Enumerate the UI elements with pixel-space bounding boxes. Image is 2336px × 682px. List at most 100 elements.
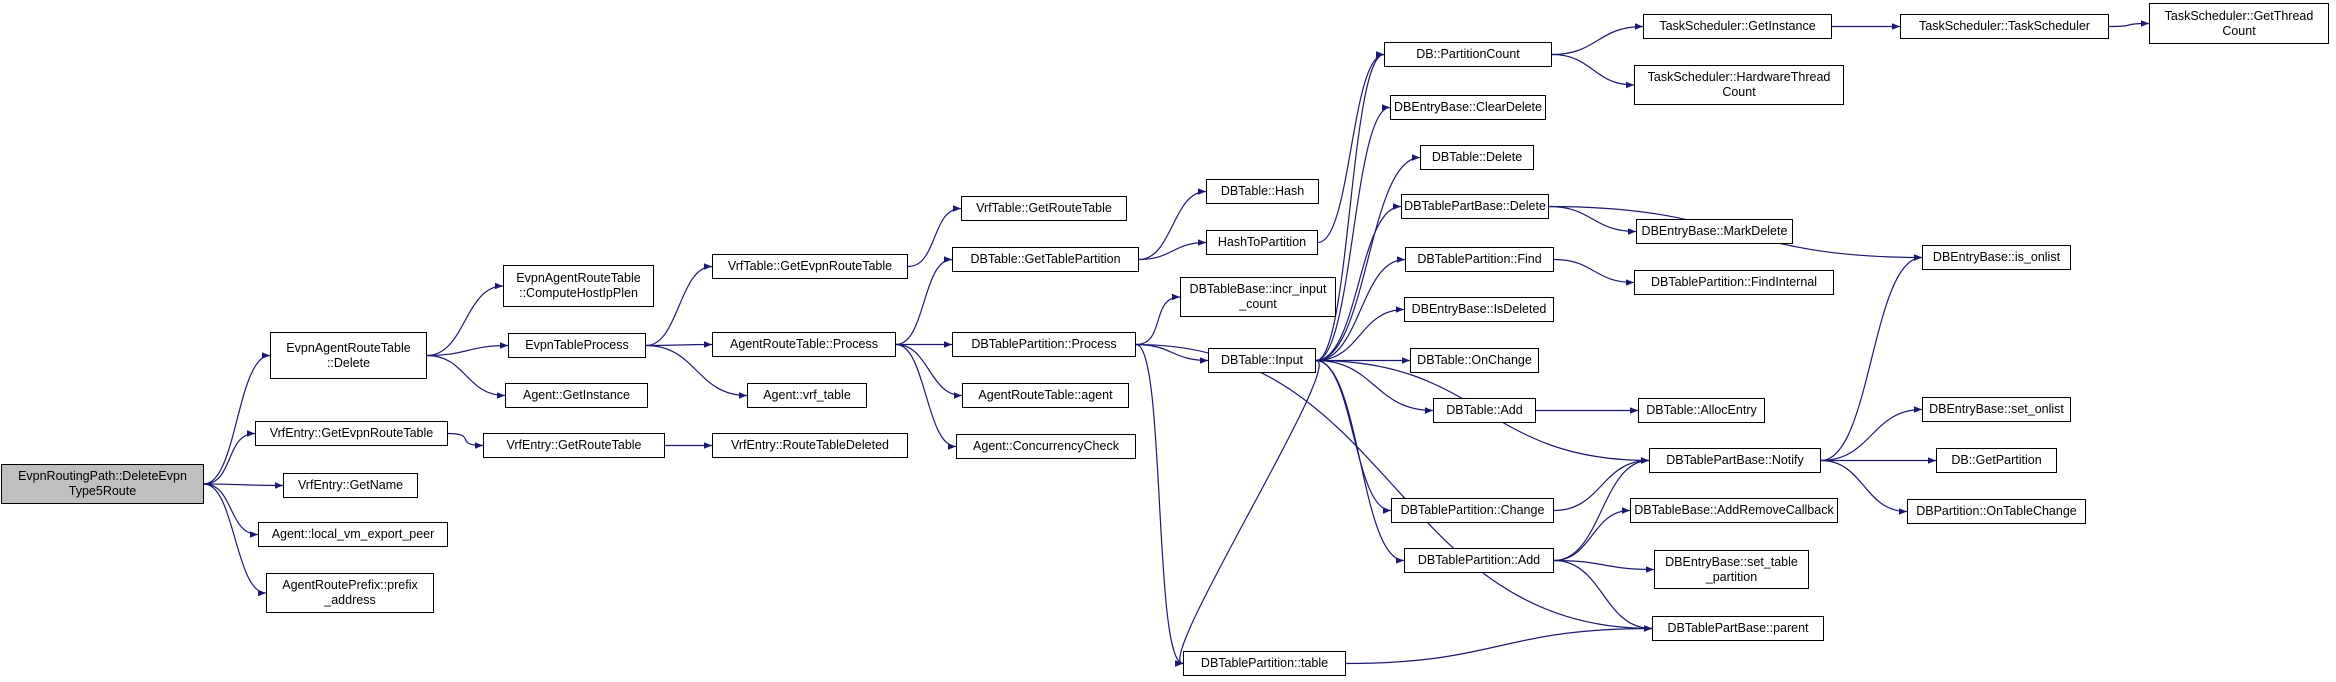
node-dbtablepartition-find[interactable]: DBTablePartition::Find [1405,247,1554,272]
node-label-line: TaskScheduler::GetInstance [1659,19,1816,33]
node-label-line: DB::GetPartition [1951,453,2042,467]
node-agentroutetable-agent[interactable]: AgentRouteTable::agent [962,383,1129,408]
node-label-line: AgentRouteTable::Process [729,337,878,351]
node-label-line: DBTablePartBase::Delete [1404,199,1546,213]
edge-dbtable-input-to-dbtablepartition-add [1315,359,1405,564]
edge-agentroutetable-process-to-agentroutetable-agent [895,343,963,399]
node-dbtablepartition-findinternal[interactable]: DBTablePartition::FindInternal [1634,270,1834,295]
node-label-line: DBEntryBase::set_table [1665,554,1798,569]
edge-evpntableprocess-to-vrftable-getevpnroutetable [645,263,713,347]
node-incr-input-count[interactable]: DBTableBase::incr_input_count [1180,277,1336,317]
node-dbtablepartition-table[interactable]: DBTablePartition::table [1183,651,1346,676]
edge-agentroutetable-process-to-agent-concurrencycheck [895,343,957,450]
edge-dbtable-input-to-db-partitioncount [1315,51,1385,362]
node-label-line: DBEntryBase::ClearDelete [1394,100,1542,114]
node-label-line: DBTablePartition::Find [1417,252,1542,266]
node-label-line: Count [1722,85,1756,99]
node-dbtablepartition-process[interactable]: DBTablePartition::Process [952,332,1136,357]
node-dbpartition-ontablechange[interactable]: DBPartition::OnTableChange [1907,499,2086,524]
node-dbentrybase-cleardelete[interactable]: DBEntryBase::ClearDelete [1390,95,1546,120]
node-computehostipplen[interactable]: EvpnAgentRouteTable::ComputeHostIpPlen [503,265,654,307]
edge-evpn-delete-to-evpntableprocess [426,342,509,357]
edge-dbtablepartition-table-to-dbtablepartbase-parent [1345,625,1653,665]
node-label-line: DBTablePartition::Change [1400,503,1545,517]
node-dbtable-hash[interactable]: DBTable::Hash [1206,179,1319,204]
edge-dbtablepartbase-delete-to-dbentrybase-markdelete [1548,205,1637,235]
edge-dbtable-gettablepartition-to-dbtable-hash [1138,188,1207,261]
node-db-getpartition[interactable]: DB::GetPartition [1936,448,2057,473]
edge-dbtablepartbase-notify-to-dbentrybase-set-onlist [1820,406,1923,462]
node-ts-taskscheduler[interactable]: TaskScheduler::TaskScheduler [1900,14,2109,39]
node-agent-concurrencycheck[interactable]: Agent::ConcurrencyCheck [956,434,1136,459]
edge-dbtable-input-to-dbtablepartition-change [1315,359,1392,514]
edge-dbtablepartition-add-to-set-table-partition [1553,559,1655,573]
node-dbentrybase-isdeleted[interactable]: DBEntryBase::IsDeleted [1404,297,1554,322]
edge-dbtable-input-to-dbtablepartition-find [1315,256,1406,362]
node-agent-getinstance[interactable]: Agent::GetInstance [505,383,648,408]
node-label-line: DBTable::Input [1221,353,1303,367]
node-evpntableprocess[interactable]: EvpnTableProcess [508,333,646,358]
node-vrf-routetabledeleted[interactable]: VrfEntry::RouteTableDeleted [712,433,908,458]
node-dbtablepartition-add[interactable]: DBTablePartition::Add [1404,548,1554,573]
node-prefix-address[interactable]: AgentRoutePrefix::prefix_address [266,573,434,613]
node-vrftable-getevpnroutetable[interactable]: VrfTable::GetEvpnRouteTable [712,254,908,279]
node-label-line: DB::PartitionCount [1416,47,1520,61]
node-vrf-getevpnroutetable-l[interactable]: VrfEntry::GetEvpnRouteTable [255,421,448,446]
node-dbtable-allocentry[interactable]: DBTable::AllocEntry [1638,398,1765,423]
node-label-line: DBTableBase::incr_input [1189,282,1327,296]
node-local-vm-export-peer[interactable]: Agent::local_vm_export_peer [258,522,448,547]
node-label-line: Agent::vrf_table [763,388,851,402]
node-label-line: AgentRouteTable::agent [978,388,1113,402]
edge-dbtable-input-to-dbtable-add [1315,359,1434,414]
node-label-line: DBTable::Add [1446,403,1523,417]
edge-dbtable-input-to-dbtable-delete [1315,154,1421,362]
edge-dbtablepartbase-notify-to-dbpartition-ontablechange [1820,459,1908,515]
edge-dbtablepartition-add-to-dbtablepartbase-notify [1553,457,1650,562]
node-vrf-getroutetable-mid[interactable]: VrfEntry::GetRouteTable [483,433,665,458]
node-db-partitioncount[interactable]: DB::PartitionCount [1384,42,1552,67]
node-label-line: VrfEntry::GetEvpnRouteTable [269,426,434,440]
node-ts-getinstance[interactable]: TaskScheduler::GetInstance [1643,14,1832,39]
edge-dbtablepartition-process-to-dbtablepartition-table [1135,343,1184,667]
node-agent-vrf-table[interactable]: Agent::vrf_table [747,383,867,408]
node-dbtable-gettablepartition[interactable]: DBTable::GetTablePartition [952,247,1139,272]
node-label-line: Type5Route [68,484,137,498]
edge-dbtable-input-to-dbtablepartbase-delete [1315,203,1402,362]
node-dbtablepartbase-delete[interactable]: DBTablePartBase::Delete [1401,194,1549,219]
node-agentroutetable-process[interactable]: AgentRouteTable::Process [712,332,896,357]
node-label-line: EvpnAgentRouteTable [286,340,411,355]
node-vrf-getname[interactable]: VrfEntry::GetName [283,473,418,498]
node-evpn-delete[interactable]: EvpnAgentRouteTable::Delete [270,332,427,379]
edge-dbtable-input-to-dbtablepartition-table [1174,359,1320,667]
node-dbtable-delete[interactable]: DBTable::Delete [1420,145,1534,170]
node-label-line: EvpnAgentRouteTable [516,271,641,285]
node-label-line: TaskScheduler::HardwareThread [1647,70,1831,84]
node-label-line: DBTablePartBase::Notify [1666,453,1804,467]
node-dbentrybase-markdelete[interactable]: DBEntryBase::MarkDelete [1636,219,1793,244]
node-dbtablepartbase-parent[interactable]: DBTablePartBase::parent [1652,616,1824,641]
node-label-line: DBTable::Delete [1431,150,1523,164]
edge-evpntableprocess-to-agentroutetable-process [645,341,713,348]
node-dbtable-add[interactable]: DBTable::Add [1433,398,1536,423]
node-label-line: EvpnRoutingPath::DeleteEvpn [18,469,187,483]
node-label-line: DBEntryBase::IsDeleted [1411,302,1547,316]
node-label-line: ::ComputeHostIpPlen [519,286,638,300]
edge-db-partitioncount-to-ts-hwthreadcount [1551,53,1635,89]
node-dbentrybase-is-onlist[interactable]: DBEntryBase::is_onlist [1922,245,2071,270]
node-dbentrybase-set-onlist[interactable]: DBEntryBase::set_onlist [1922,397,2071,422]
node-label-line: Agent::local_vm_export_peer [271,527,435,541]
node-set-table-partition[interactable]: DBEntryBase::set_table_partition [1654,550,1809,589]
edge-dbtablepartbase-notify-to-dbentrybase-is-onlist [1820,254,1923,462]
node-dbtablepartition-change[interactable]: DBTablePartition::Change [1391,498,1554,523]
node-dbtable-input[interactable]: DBTable::Input [1208,348,1316,373]
node-vrftable-getroutetable[interactable]: VrfTable::GetRouteTable [961,196,1127,221]
node-dbtablepartbase-notify[interactable]: DBTablePartBase::Notify [1649,448,1821,473]
node-dbtable-onchange[interactable]: DBTable::OnChange [1410,348,1539,373]
node-hashtopartition[interactable]: HashToPartition [1206,230,1318,255]
node-label-line: DBTable::AllocEntry [1646,403,1757,417]
node-addremovecallback[interactable]: DBTableBase::AddRemoveCallback [1630,498,1838,523]
edge-dbtablepartition-add-to-addremovecallback [1553,507,1631,562]
